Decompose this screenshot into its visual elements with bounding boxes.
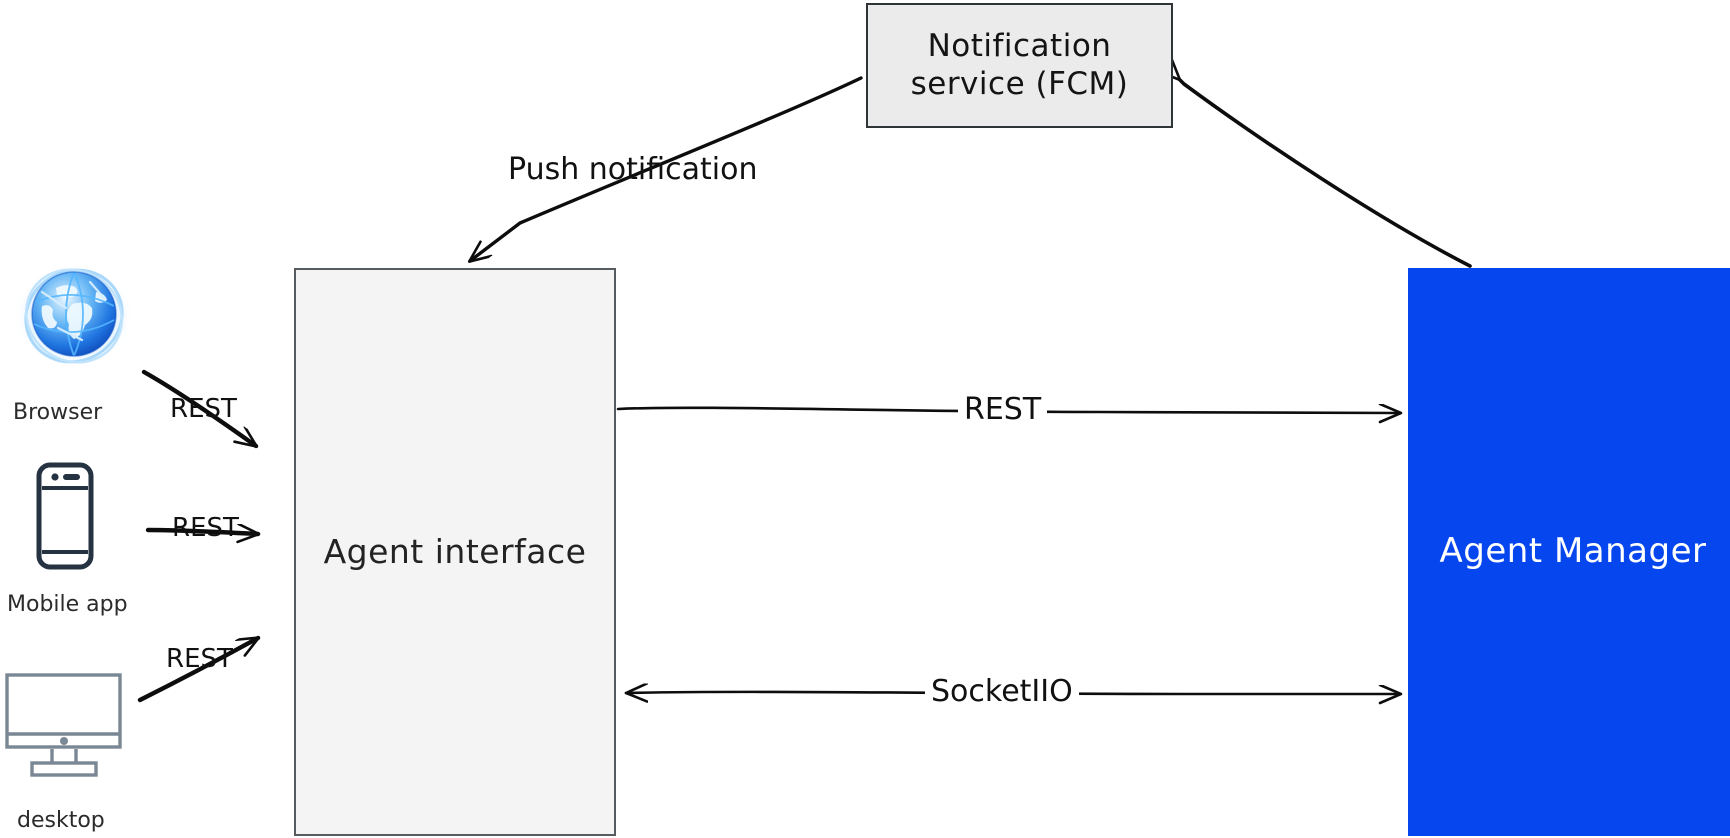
edge-label-rest-manager: REST (958, 392, 1048, 427)
node-agent-manager[interactable]: Agent Manager (1408, 268, 1730, 836)
client-caption-mobile: Mobile app (7, 592, 128, 617)
client-caption-desktop: desktop (17, 808, 105, 833)
edge-rest-desktop (137, 635, 261, 703)
edge-rest-mobile (145, 530, 258, 534)
node-agent-manager-label: Agent Manager (1439, 531, 1707, 572)
monitor-icon (4, 672, 128, 782)
globe-icon (12, 262, 140, 370)
edge-rest-browser (141, 369, 259, 449)
edge-label-rest-mobile: REST (172, 513, 239, 543)
edge-label-rest-desktop: REST (166, 644, 233, 674)
edge-rest-interface-to-manager (616, 408, 1400, 413)
node-agent-interface-label: Agent interface (323, 531, 587, 571)
edge-socketio-bidirectional (624, 692, 1400, 694)
edge-label-push-notification: Push notification (508, 152, 758, 187)
node-notification-service-label: Notification service (FCM) (911, 28, 1129, 104)
edge-manager-to-notification (1180, 80, 1472, 268)
phone-icon (36, 462, 94, 570)
node-agent-interface[interactable]: Agent interface (294, 268, 616, 836)
client-caption-browser: Browser (13, 400, 103, 425)
notification-label-line2: service (FCM) (910, 65, 1129, 102)
edge-push-notification (470, 76, 863, 261)
edge-label-socketio: SocketIIO (925, 674, 1079, 709)
notification-label-line1: Notification (927, 27, 1112, 64)
edge-label-rest-browser: REST (170, 394, 237, 424)
node-notification-service[interactable]: Notification service (FCM) (866, 3, 1173, 128)
